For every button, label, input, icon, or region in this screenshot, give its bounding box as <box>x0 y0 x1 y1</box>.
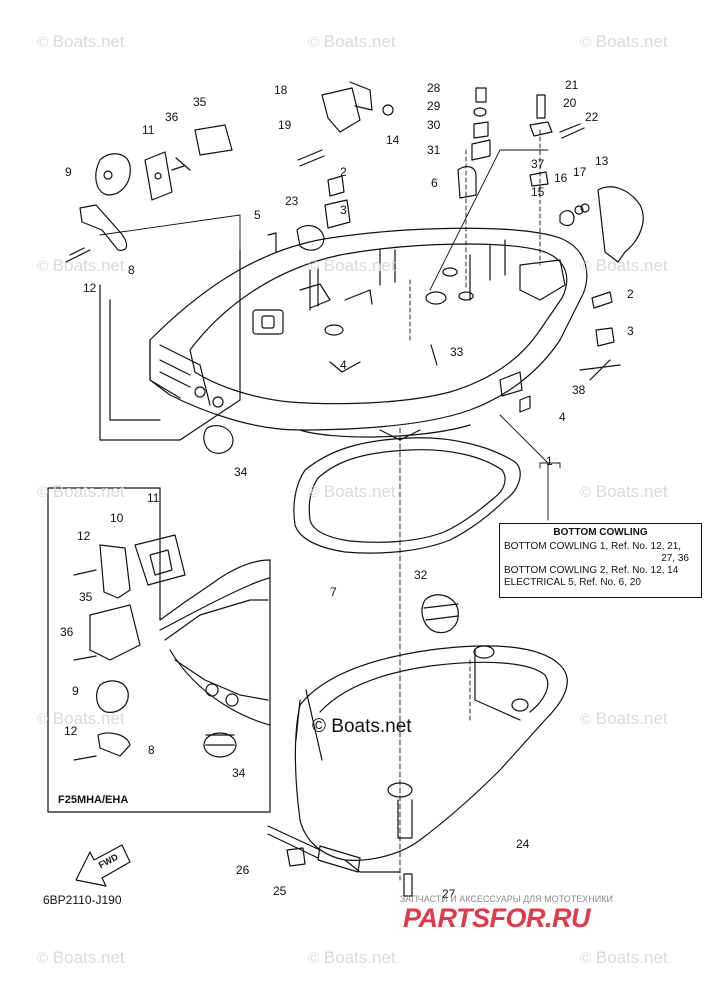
callout-10: 10 <box>110 511 124 525</box>
callout-8b: 8 <box>148 743 155 757</box>
callout-6: 6 <box>431 176 438 190</box>
callout-4b: 4 <box>559 410 566 424</box>
watermark: © Boats.net <box>37 256 125 275</box>
callout-22: 22 <box>585 110 599 124</box>
legend-box: BOTTOM COWLING BOTTOM COWLING 1, Ref. No… <box>499 523 702 598</box>
callout-13: 13 <box>595 154 609 168</box>
callout-20: 20 <box>563 96 577 110</box>
callout-35b: 35 <box>79 590 93 604</box>
callout-30: 30 <box>427 118 441 132</box>
callout-34b: 34 <box>232 766 246 780</box>
small-parts-right <box>519 94 644 413</box>
callout-12c: 12 <box>64 724 78 738</box>
watermark: © Boats.net <box>308 948 396 967</box>
callout-27: 27 <box>442 887 456 901</box>
callout-3b: 3 <box>627 324 634 338</box>
watermark: © Boats.net <box>37 709 125 728</box>
legend-row: 27, 36 <box>661 553 689 564</box>
upper-cowling-part <box>149 227 588 441</box>
legend-title: BOTTOM COWLING <box>553 527 648 538</box>
callout-26: 26 <box>236 863 250 877</box>
watermark: © Boats.net <box>580 32 668 51</box>
callout-1: 1 <box>546 454 553 468</box>
watermark: © Boats.net <box>308 256 396 275</box>
callout-5: 5 <box>254 208 261 222</box>
callout-21: 21 <box>565 78 579 92</box>
legend-row: ELECTRICAL 5, Ref. No. 6, 20 <box>504 577 641 588</box>
callout-29: 29 <box>427 99 441 113</box>
callout-28: 28 <box>427 81 441 95</box>
callout-24: 24 <box>516 837 530 851</box>
watermark: © Boats.net <box>580 482 668 501</box>
legend-row: BOTTOM COWLING 1, Ref. No. 12, 21, <box>504 541 682 552</box>
callout-labels: 1 1 2 2 3 3 4 4 5 6 7 8 8 9 9 11 11 12 1… <box>60 78 634 901</box>
callout-2: 2 <box>340 165 347 179</box>
callout-2b: 2 <box>627 287 634 301</box>
watermark: © Boats.net <box>37 482 125 501</box>
copyright-label: © Boats.net <box>312 716 412 737</box>
callout-32: 32 <box>414 568 428 582</box>
callout-7: 7 <box>330 585 337 599</box>
callout-25: 25 <box>273 884 287 898</box>
callout-19: 19 <box>278 118 292 132</box>
watermark: © Boats.net <box>37 32 125 51</box>
watermark: © Boats.net <box>308 482 396 501</box>
callout-23: 23 <box>285 194 299 208</box>
partsfor-logo: PARTSFOR.RU <box>403 903 591 933</box>
callout-36b: 36 <box>60 625 74 639</box>
callout-12: 12 <box>83 281 97 295</box>
small-parts-bottom <box>203 425 459 897</box>
callout-38: 38 <box>572 383 586 397</box>
watermark: © Boats.net <box>580 709 668 728</box>
callout-16: 16 <box>554 171 568 185</box>
leader-lines <box>99 129 561 881</box>
watermark: © Boats.net <box>308 32 396 51</box>
callout-9b: 9 <box>72 684 79 698</box>
inset-frame <box>47 487 271 813</box>
callout-18: 18 <box>274 83 288 97</box>
callout-11: 11 <box>142 123 155 137</box>
callout-37: 37 <box>531 157 545 171</box>
callout-12b: 12 <box>77 529 91 543</box>
callout-36: 36 <box>165 110 179 124</box>
partsfor-tagline: ЗАПЧАСТИ И АКСЕССУАРЫ ДЛЯ МОТОТЕХНИКИ <box>400 894 613 904</box>
callout-9: 9 <box>65 165 72 179</box>
callout-8: 8 <box>128 263 135 277</box>
small-parts-left <box>65 124 241 441</box>
catalog-number: 6BP2110-J190 <box>43 893 122 907</box>
callout-15: 15 <box>531 185 545 199</box>
legend-row: BOTTOM COWLING 2, Ref. No. 12, 14 <box>504 565 679 576</box>
seal-gasket-part <box>293 437 521 554</box>
callout-33: 33 <box>450 345 464 359</box>
callout-3: 3 <box>340 203 347 217</box>
small-parts-top <box>267 81 549 366</box>
callout-17: 17 <box>573 165 587 179</box>
watermark: © Boats.net <box>580 948 668 967</box>
callout-34: 34 <box>234 465 248 479</box>
watermark: © Boats.net <box>37 948 125 967</box>
callout-4: 4 <box>340 358 347 372</box>
callout-14: 14 <box>386 133 400 147</box>
inset-model-label: F25MHA/EHA <box>58 794 129 806</box>
callout-31: 31 <box>427 143 441 157</box>
callout-11b: 11 <box>147 491 160 505</box>
fwd-arrow-icon <box>75 844 131 887</box>
watermark: © Boats.net <box>580 256 668 275</box>
callout-35: 35 <box>193 95 207 109</box>
